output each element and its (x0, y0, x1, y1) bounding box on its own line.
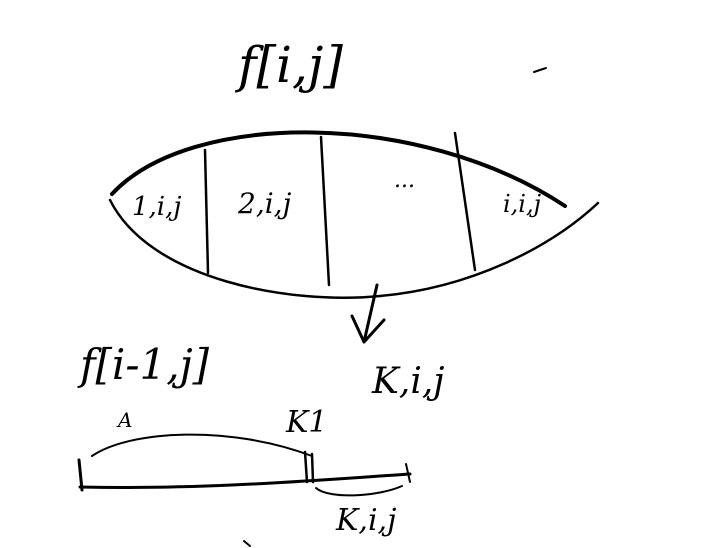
label-cell-1: 1,i,j (132, 192, 182, 222)
down-arrow-icon (350, 283, 386, 344)
number-line-left-tick (77, 458, 84, 492)
label-cell-dots: ... (394, 168, 415, 193)
label-bottom-k: K,i,j (336, 503, 397, 538)
stray-mark (533, 67, 547, 73)
divider-2 (319, 135, 331, 287)
number-line-right-tick (405, 463, 411, 483)
label-title: f[i,j] (238, 36, 343, 94)
k-brace (315, 485, 403, 497)
divider-1 (203, 148, 210, 275)
k1-tick-a (303, 450, 309, 484)
number-line (78, 472, 412, 490)
label-cell-2: 2,i,j (238, 187, 292, 220)
label-a: A (118, 408, 133, 432)
set-top-curve (110, 130, 567, 208)
k1-tick-b (310, 452, 315, 484)
stray-mark-bottom (243, 540, 251, 547)
a-brace (91, 433, 313, 457)
divider-3 (453, 131, 477, 272)
label-cell-last: i,i,j (503, 190, 542, 218)
label-lower-title: f[i-1,j] (80, 340, 210, 389)
label-k: K,i,j (372, 361, 445, 402)
set-bottom-curve (108, 198, 600, 299)
label-k1: K1 (286, 405, 328, 440)
